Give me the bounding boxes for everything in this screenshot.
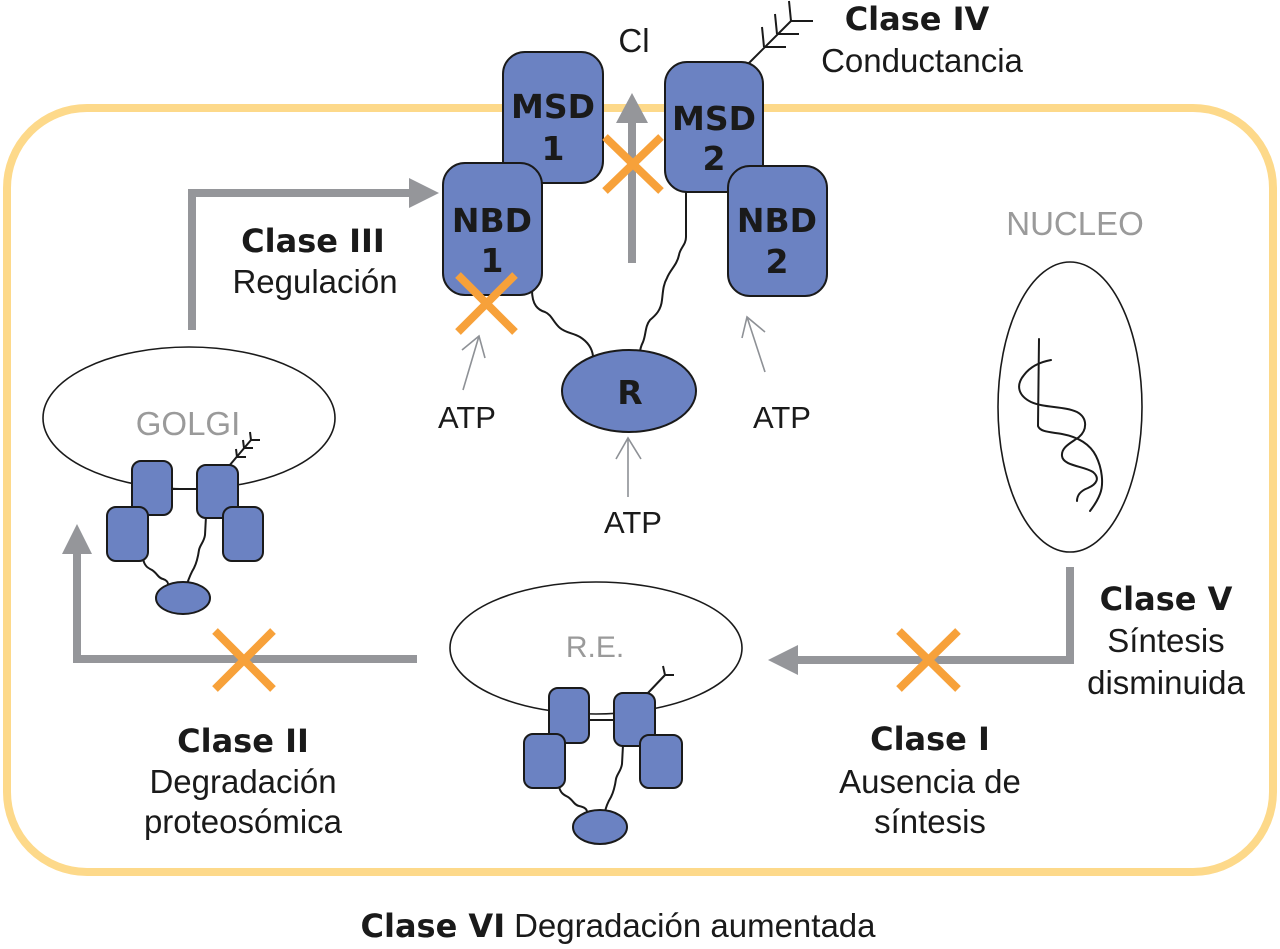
block-x-icon <box>455 272 518 335</box>
class-vi-description: Degradación aumentada <box>514 907 876 944</box>
er-cftr-protein <box>523 665 683 845</box>
msd2-label: MSD <box>672 99 756 138</box>
msd1-label: MSD <box>511 87 595 126</box>
nbd1-number: 1 <box>481 241 504 280</box>
chloride-label: Cl <box>618 22 649 59</box>
dna-icon <box>1018 338 1104 512</box>
class-ii-description-line2: proteosómica <box>144 803 343 840</box>
atp-arrow-nbd1 <box>461 334 486 391</box>
class-iii-title: Clase III <box>241 222 385 260</box>
class-i-description-line1: Ausencia de <box>839 763 1021 800</box>
msd1-number: 1 <box>542 129 565 168</box>
chloride-flow-arrow <box>616 93 648 263</box>
nbd2-label: NBD <box>737 201 817 240</box>
er-organelle <box>449 581 743 715</box>
class-iii-description: Regulación <box>232 263 397 300</box>
golgi-label: GOLGI <box>136 405 241 442</box>
nucleus-organelle <box>997 261 1143 553</box>
glycosylation-icon <box>228 431 260 467</box>
golgi-cftr-protein <box>106 431 264 615</box>
er-label: R.E. <box>566 631 624 664</box>
class-i-description-line2: síntesis <box>874 803 986 840</box>
class-v-description-line2: disminuida <box>1087 664 1245 701</box>
class-v-title: Clase V <box>1100 580 1233 618</box>
arrowhead-up-icon <box>616 93 648 123</box>
arrowhead-left-icon <box>768 645 798 675</box>
r-domain: R <box>561 349 697 433</box>
msd2-to-r-linker <box>639 190 687 354</box>
glycosylation-icon <box>747 0 813 65</box>
nbd1-to-r-linker <box>531 289 594 357</box>
cftr-channel: MSD 1 MSD 2 NBD 1 NBD 2 R <box>442 0 828 433</box>
class-v-description-line1: Síntesis <box>1107 622 1224 659</box>
golgi-to-membrane-arrow <box>188 178 439 330</box>
atp-label-nbd2: ATP <box>753 400 811 435</box>
class-iv-description: Conductancia <box>821 42 1023 79</box>
nbd1-domain: NBD 1 <box>442 162 543 296</box>
msd2-domain: MSD 2 <box>664 61 764 193</box>
msd2-number: 2 <box>703 139 726 178</box>
nbd1-label: NBD <box>452 201 532 240</box>
r-domain-label: R <box>617 373 642 412</box>
nbd2-domain: NBD 2 <box>727 165 828 297</box>
atp-label-r: ATP <box>604 505 662 540</box>
class-vi-title: Clase VI <box>360 907 505 945</box>
block-x-icon <box>896 628 961 692</box>
class-iv-title: Clase IV <box>845 0 990 38</box>
block-x-icon <box>602 134 664 194</box>
arrowhead-right-icon <box>409 178 439 208</box>
er-to-golgi-arrow <box>62 524 417 663</box>
glycosylation-icon <box>646 665 674 695</box>
nucleus-to-er-arrow <box>768 567 1074 675</box>
class-ii-description-line1: Degradación <box>149 763 336 800</box>
block-x-icon <box>212 628 276 692</box>
class-ii-title: Clase II <box>177 722 309 760</box>
class-i-title: Clase I <box>870 720 990 758</box>
arrowhead-up-icon <box>62 524 92 554</box>
nbd2-number: 2 <box>766 242 789 281</box>
nucleus-label: NUCLEO <box>1006 205 1144 242</box>
atp-arrow-r <box>615 436 642 497</box>
atp-label-nbd1: ATP <box>438 400 496 435</box>
msd1-domain: MSD 1 <box>502 51 604 184</box>
atp-arrow-nbd2 <box>741 315 766 373</box>
